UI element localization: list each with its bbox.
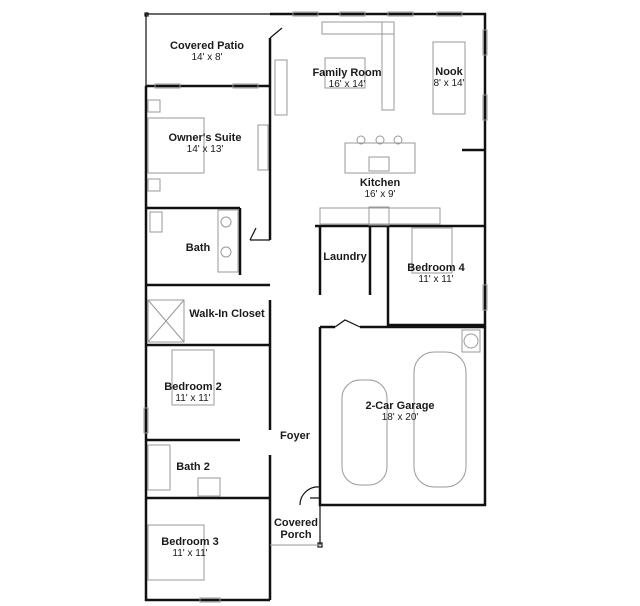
room-name: Bedroom 2 [164, 381, 222, 393]
room-name: Covered Patio [170, 40, 244, 52]
room-name: Laundry [323, 251, 367, 263]
room-dims: 11' x 11' [172, 548, 208, 559]
room-dims: 11' x 11' [418, 274, 454, 285]
room-dims: 14' x 8' [191, 52, 223, 63]
room-name: Bath 2 [176, 461, 210, 473]
room-name: Bedroom 4 [407, 262, 465, 274]
room-name: Walk-In Closet [189, 308, 265, 320]
room-dims: 16' x 9' [364, 189, 396, 200]
room-foyer: Foyer [280, 430, 310, 442]
room-name: 2-Car Garage [365, 400, 435, 412]
room-bath: Bath [186, 242, 210, 254]
room-dims: 11' x 11' [175, 393, 211, 404]
room-dims: 16' x 14' [328, 79, 366, 90]
room-name: Covered Porch [273, 517, 319, 541]
room-laundry: Laundry [323, 251, 366, 263]
room-name: Owner's Suite [168, 132, 242, 144]
room-name: Nook [435, 66, 463, 78]
room-name: Family Room [312, 67, 382, 79]
room-dims: 14' x 13' [186, 144, 224, 155]
room-bath-2: Bath 2 [176, 461, 210, 473]
room-name: Bedroom 3 [161, 536, 219, 548]
room-covered-porch: Covered Porch [271, 517, 321, 541]
room-name: Kitchen [359, 177, 401, 189]
room-walk-in-closet: Walk-In Closet [189, 308, 264, 320]
room-name: Bath [185, 242, 211, 254]
room-dims: 8' x 14' [433, 78, 465, 89]
room-dims: 18' x 20' [381, 412, 419, 423]
room-name: Foyer [280, 430, 310, 442]
